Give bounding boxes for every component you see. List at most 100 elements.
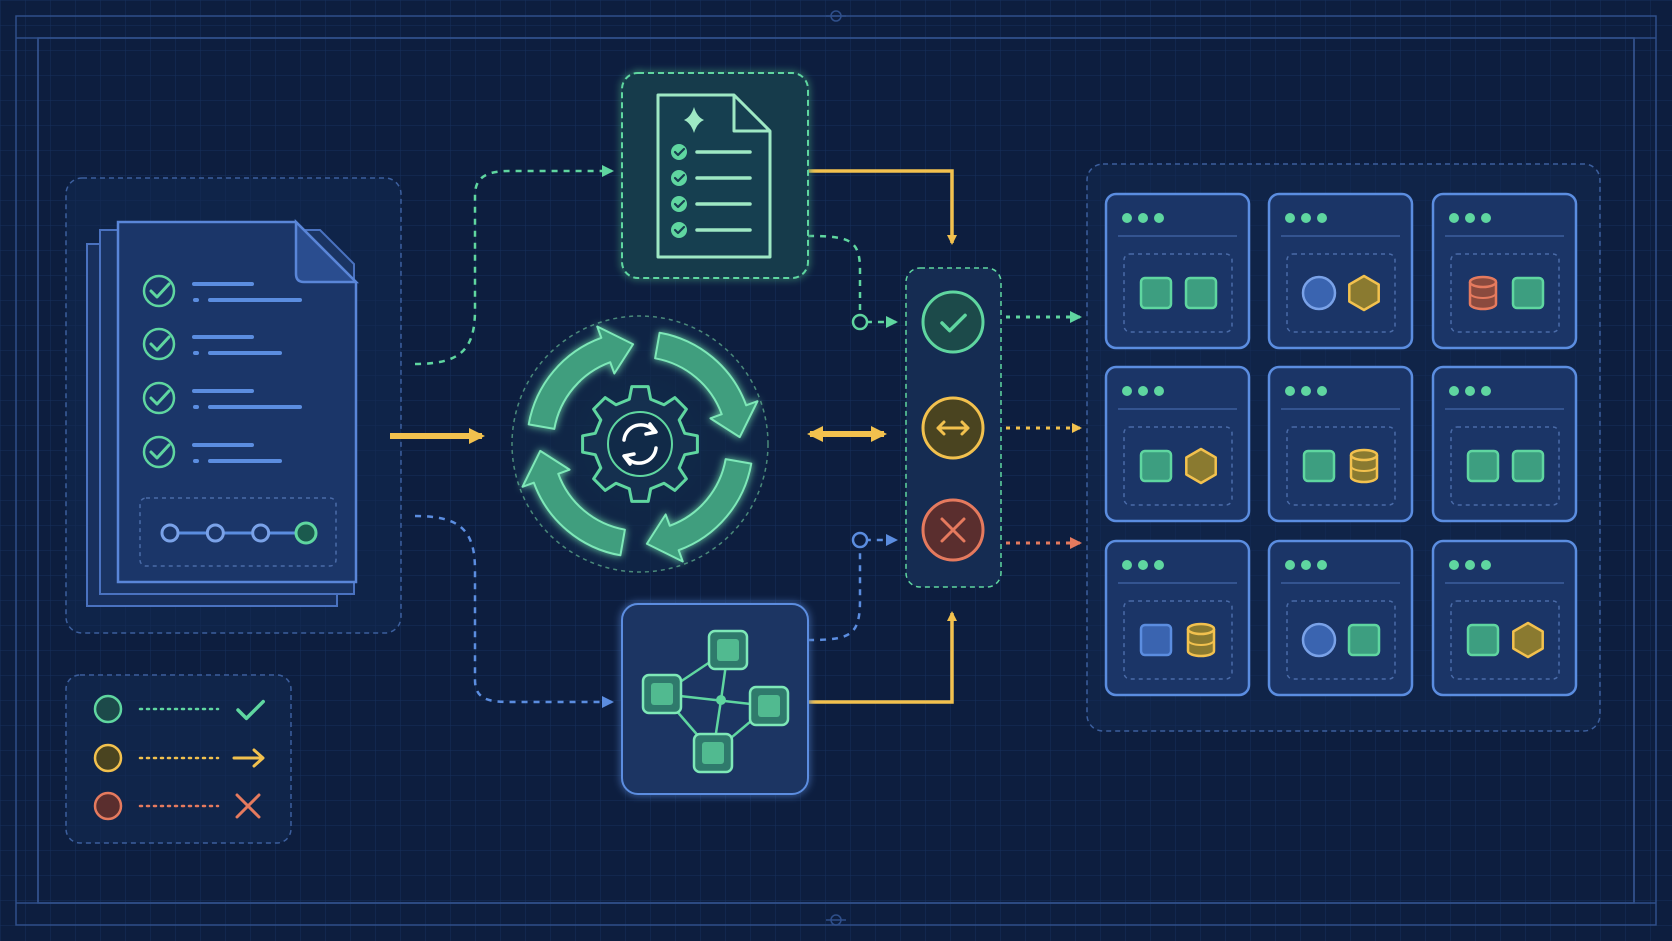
graph-node	[641, 673, 683, 715]
square-icon	[1511, 276, 1545, 310]
legend-item	[93, 791, 261, 821]
checklist-row	[142, 435, 282, 469]
square-icon	[1466, 623, 1500, 657]
checklist-row	[142, 327, 282, 361]
graph-node	[707, 629, 749, 671]
network-graph-icon	[641, 629, 790, 774]
legend-dot	[93, 743, 123, 773]
document-stack	[86, 218, 360, 607]
window-dots	[1122, 213, 1164, 223]
window-dots	[1285, 386, 1327, 396]
graph-node	[748, 685, 790, 727]
square-icon	[1139, 623, 1173, 657]
result-card	[1104, 539, 1251, 697]
check-icon	[940, 313, 967, 333]
checklist-row	[142, 274, 302, 308]
legend	[65, 674, 292, 844]
database-icon	[1186, 622, 1216, 658]
result-card	[1431, 365, 1578, 523]
hexagon-icon	[1348, 274, 1380, 312]
connector-graph-to-status	[808, 611, 957, 704]
progress-step	[294, 521, 318, 545]
sync-node	[495, 299, 785, 589]
window-dots	[1122, 386, 1164, 396]
sync-gear-icon	[581, 385, 699, 503]
network-graph-node	[621, 603, 809, 795]
results-panel	[1086, 163, 1601, 732]
hexagon-icon	[1185, 447, 1217, 485]
result-card	[1431, 192, 1578, 350]
junction-dot-green	[851, 313, 869, 331]
result-card	[1431, 539, 1578, 697]
check-icon	[236, 699, 265, 721]
square-icon	[1302, 449, 1336, 483]
window-dots	[1285, 213, 1327, 223]
cycle-arrow-segment	[521, 449, 626, 557]
result-card	[1267, 365, 1414, 523]
spec-row	[671, 144, 752, 160]
check-circle-icon	[142, 274, 176, 308]
text-line-placeholder	[192, 335, 282, 355]
checklist-rows	[142, 274, 302, 469]
database-icon	[1468, 275, 1498, 311]
legend-dot	[93, 791, 123, 821]
square-icon	[1511, 449, 1545, 483]
hexagon-icon	[1512, 621, 1544, 659]
database-icon	[1349, 448, 1379, 484]
legend-item	[93, 694, 265, 724]
spec-row	[671, 222, 752, 238]
legend-item	[93, 743, 265, 773]
progress-step	[251, 523, 271, 543]
cycle-arrow-segment	[654, 331, 759, 439]
connector-graph-to-reject	[807, 534, 898, 642]
square-icon	[1347, 623, 1381, 657]
window-dots	[1285, 560, 1327, 570]
checklist-row	[142, 381, 302, 415]
status-check	[921, 290, 985, 354]
check-circle-icon	[142, 381, 176, 415]
square-icon	[1466, 449, 1500, 483]
blueprint-frame	[15, 10, 1657, 926]
arrow-right-icon	[232, 748, 265, 768]
status-swap-arrows	[921, 396, 985, 460]
spec-row	[671, 196, 752, 212]
result-card	[1267, 192, 1414, 350]
text-line-placeholder	[192, 389, 302, 409]
graph-node	[692, 732, 734, 774]
connector-docs-to-spec	[414, 165, 614, 366]
legend-dot	[93, 694, 123, 724]
check-circle-icon	[142, 327, 176, 361]
circle-icon	[1301, 275, 1337, 311]
circle-icon	[1301, 622, 1337, 658]
swap-arrows-icon	[936, 420, 970, 436]
spec-row	[671, 170, 752, 186]
square-icon	[1139, 449, 1173, 483]
result-card	[1267, 539, 1414, 697]
connector-spec-to-check	[807, 234, 898, 328]
junction-dot-blue	[851, 531, 869, 549]
result-card	[1104, 192, 1251, 350]
cycle-arrow-segment	[645, 458, 753, 563]
status-close	[921, 498, 985, 562]
text-line-placeholder	[192, 443, 282, 463]
cycle-arrow-segment	[527, 325, 635, 430]
close-icon	[940, 517, 966, 543]
window-dots	[1449, 560, 1491, 570]
result-card	[1104, 365, 1251, 523]
progress-track	[139, 497, 337, 567]
square-icon	[1139, 276, 1173, 310]
text-line-placeholder	[192, 282, 302, 302]
cycle-arrows-icon	[521, 325, 759, 563]
window-dots	[1449, 386, 1491, 396]
spec-document-node	[621, 72, 809, 279]
square-icon	[1184, 276, 1218, 310]
window-dots	[1449, 213, 1491, 223]
progress-step	[205, 523, 225, 543]
progress-step	[160, 523, 180, 543]
connectors	[390, 165, 1082, 708]
connector-spec-to-status	[808, 169, 957, 245]
window-dots	[1122, 560, 1164, 570]
status-column	[905, 267, 1002, 588]
